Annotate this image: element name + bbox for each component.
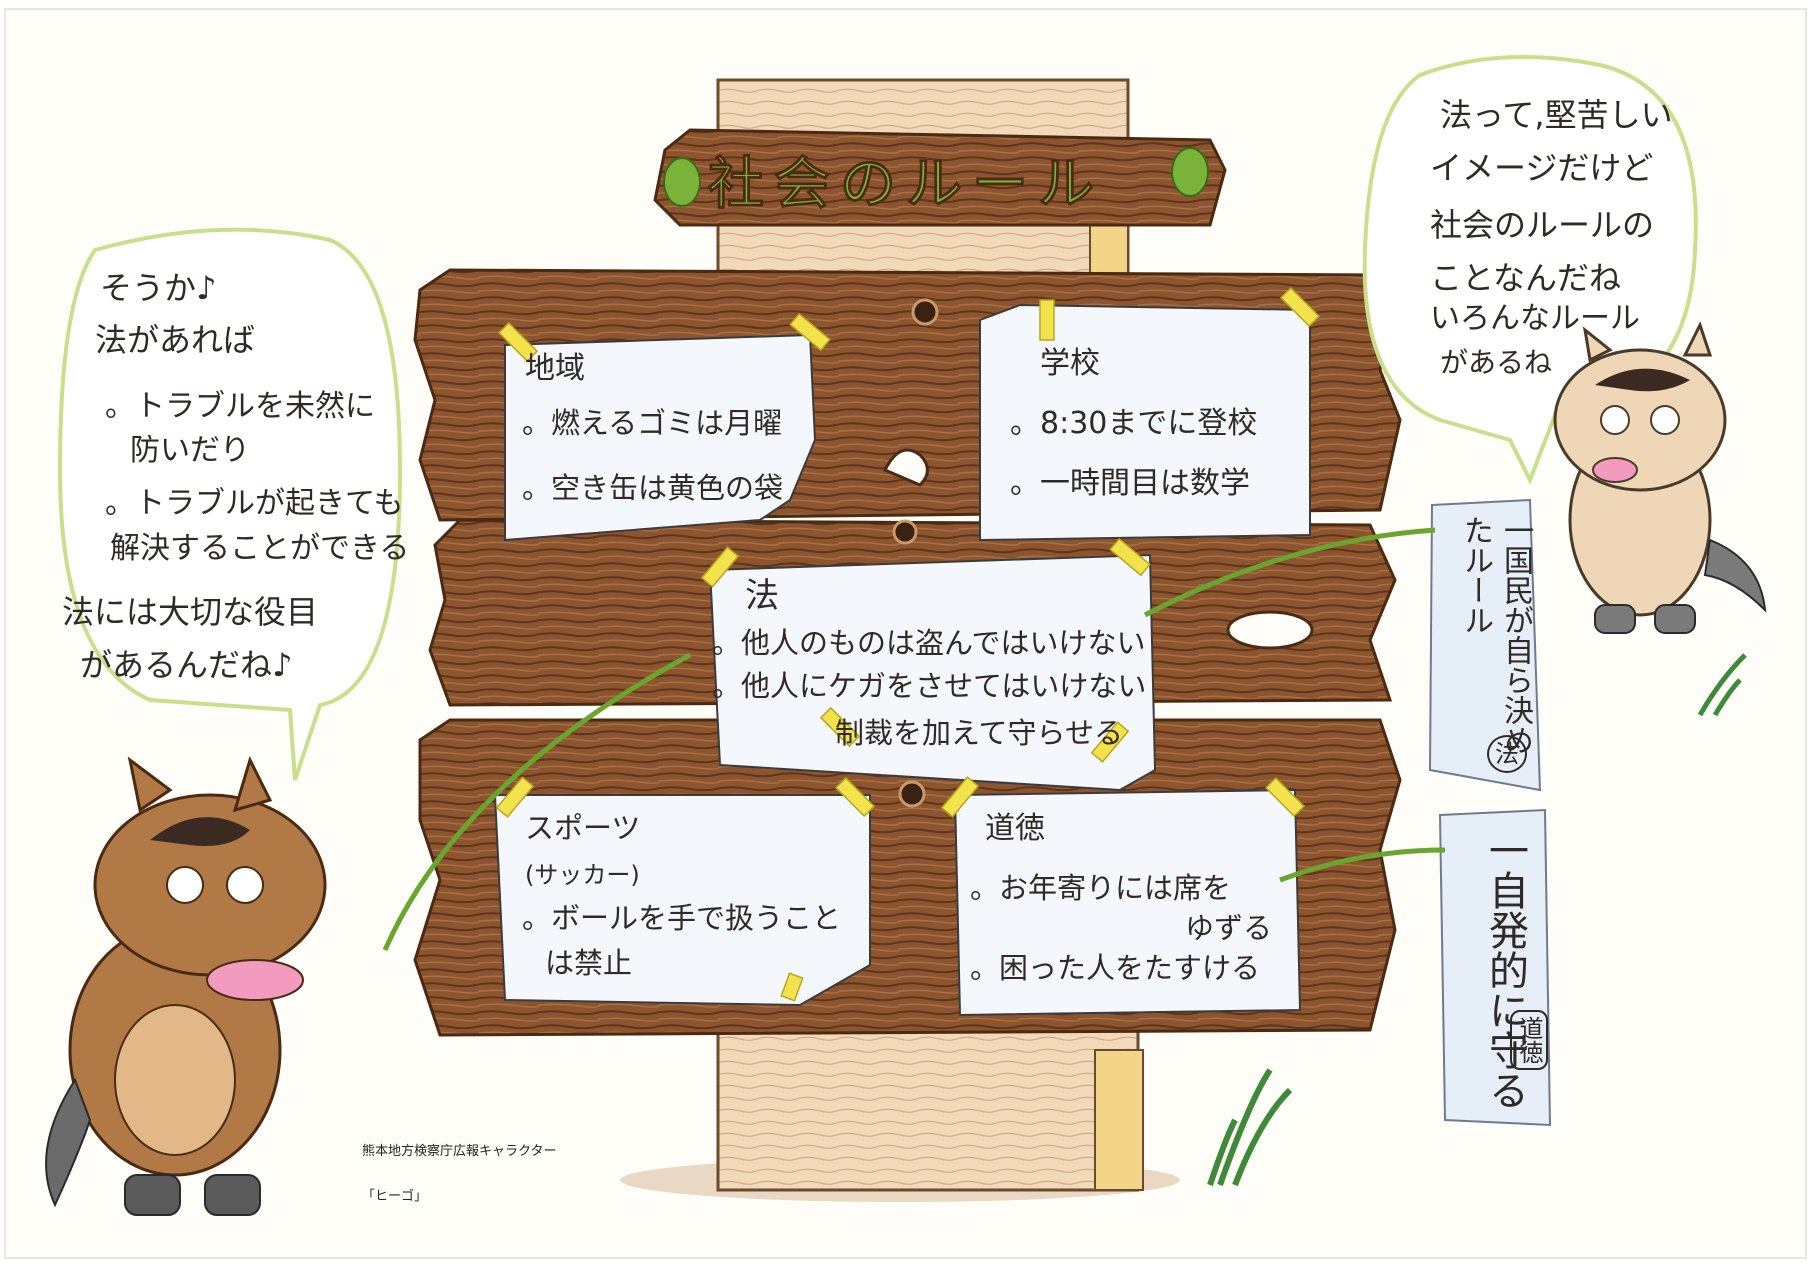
- note-chiiki-line-2: 。空き缶は黄色の袋: [522, 471, 784, 505]
- bubble-right-line-5: いろんなルール: [1430, 301, 1640, 336]
- note-sports-title: スポーツ: [525, 811, 641, 845]
- sign-title: 社会のルール: [708, 152, 1104, 218]
- bubble-left-line-2: 法があれば: [95, 321, 256, 359]
- character-caption-line-2: 「ヒーゴ」: [362, 1188, 428, 1203]
- tape: [1279, 286, 1321, 328]
- bubble-left-line-7: 法には大切な役目: [62, 593, 319, 631]
- note-ho-line-2: 。他人にケガをさせてはいけない: [712, 669, 1147, 703]
- note-ho-line-1: 。他人のものは盗んではいけない: [712, 626, 1146, 660]
- title-board: [653, 128, 1227, 227]
- sign-post-bottom: [716, 1018, 1140, 1192]
- bubble-left-line-3: 。トラブルを未然に: [105, 389, 375, 424]
- tape: [1090, 721, 1130, 763]
- grass: [1697, 653, 1747, 717]
- note-dotoku-line-2: ゆずる: [1185, 911, 1273, 945]
- screw-icon: [898, 780, 926, 808]
- leaf-icon: [1171, 147, 1209, 197]
- pointer-stick-right: [1143, 527, 1436, 618]
- leaf-icon: [663, 157, 701, 207]
- tape: [1264, 776, 1306, 818]
- tape: [789, 312, 831, 352]
- bubble-right-line-4: ことなんだね: [1430, 259, 1622, 297]
- banner-dotoku-text: 一自発的に守る: [1482, 830, 1528, 1110]
- bubble-right-line-1: 法って,堅苦しい: [1440, 96, 1673, 134]
- note-sports-line-1: 。ボールを手で扱うこと: [522, 901, 842, 935]
- bubble-left-line-6: 解決することができる: [110, 531, 410, 566]
- note-chiiki-title: 地域: [525, 351, 585, 386]
- note-ho-paper: [708, 553, 1157, 792]
- note-chiiki-line-1: 。燃えるゴミは月曜: [522, 406, 783, 440]
- tape: [1109, 537, 1151, 577]
- banner-dotoku-tag: 道徳: [1510, 1010, 1548, 1070]
- horse-character-left: [45, 755, 327, 1216]
- note-dotoku-line-3: 。困った人をたすける: [970, 951, 1261, 985]
- note-dotoku-line-1: 。お年寄りには席を: [970, 871, 1232, 905]
- note-sports-paper: [493, 794, 871, 1007]
- pointer-stick-left: [382, 652, 692, 952]
- tape: [700, 546, 740, 588]
- horse-character-right: [1553, 321, 1767, 634]
- tape: [1039, 299, 1055, 341]
- note-ho-title: 法: [745, 576, 779, 616]
- tape: [834, 776, 876, 818]
- bubble-right-line-2: イメージだけど: [1430, 149, 1654, 187]
- note-ho-sub: 制裁を加えて守らせる: [835, 716, 1123, 750]
- bubble-right-line-6: があるね: [1440, 346, 1553, 379]
- note-gakko-line-1: 。8:30までに登校: [1010, 406, 1258, 441]
- note-sports-line-2: は禁止: [545, 946, 633, 980]
- note-gakko-title: 学校: [1040, 346, 1100, 381]
- knot-hole: [1226, 610, 1314, 650]
- bubble-right-line-3: 社会のルールの: [1430, 206, 1655, 244]
- speech-bubble-left: [57, 227, 403, 781]
- banner-ho-tag: 法: [1487, 735, 1527, 773]
- note-gakko-line-2: 。一時間目は数学: [1010, 466, 1250, 501]
- grass: [1207, 1068, 1293, 1187]
- tape: [940, 776, 980, 818]
- note-sports-sub: (サッカー): [525, 861, 640, 889]
- tape: [780, 972, 804, 1002]
- post-right-edge: [1094, 1049, 1144, 1191]
- bubble-left-line-5: 。トラブルが起きても: [105, 486, 404, 521]
- screw-icon: [911, 298, 939, 326]
- note-dotoku-title: 道徳: [985, 811, 1045, 846]
- tape: [495, 776, 535, 818]
- note-gakko-paper: [979, 303, 1311, 542]
- banner-ho-text: 一国民が自ら決めたルール: [1458, 515, 1533, 755]
- tape: [497, 321, 539, 363]
- pointer-stick-dotoku: [1279, 847, 1446, 883]
- screw-icon: [892, 519, 918, 545]
- banner-dotoku: [1438, 808, 1552, 1127]
- tape: [819, 706, 861, 748]
- note-dotoku-paper: [953, 788, 1302, 1017]
- knot-hole: [882, 448, 929, 487]
- bubble-left-line-8: があるんだね♪: [80, 646, 293, 684]
- banner-ho: [1428, 498, 1542, 792]
- bubble-left-line-1: そうか♪: [100, 269, 217, 307]
- character-caption-line-1: 熊本地方検察庁広報キャラクター: [362, 1143, 557, 1158]
- bubble-left-line-4: 防いだり: [130, 433, 250, 468]
